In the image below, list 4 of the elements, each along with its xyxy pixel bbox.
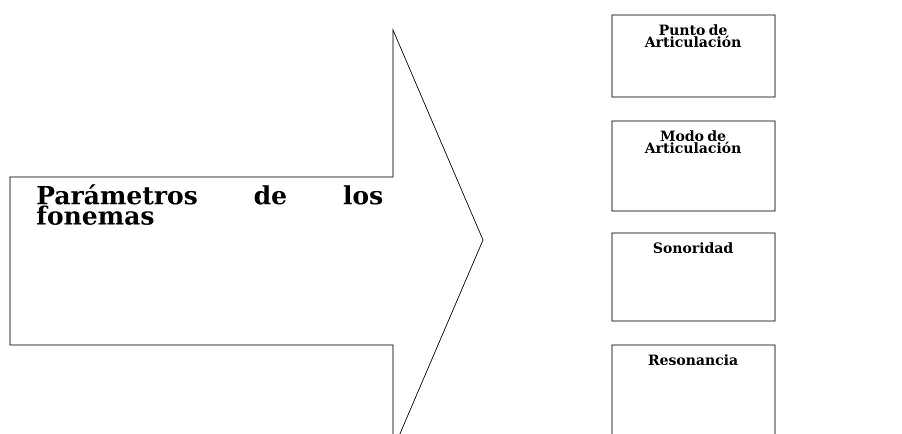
text-box: Resonancia bbox=[612, 344, 776, 434]
text-box: Sonoridad bbox=[612, 232, 776, 322]
text-box: Punto de Articulación bbox=[612, 14, 776, 98]
text-box: Modo de Articulación bbox=[612, 120, 776, 212]
